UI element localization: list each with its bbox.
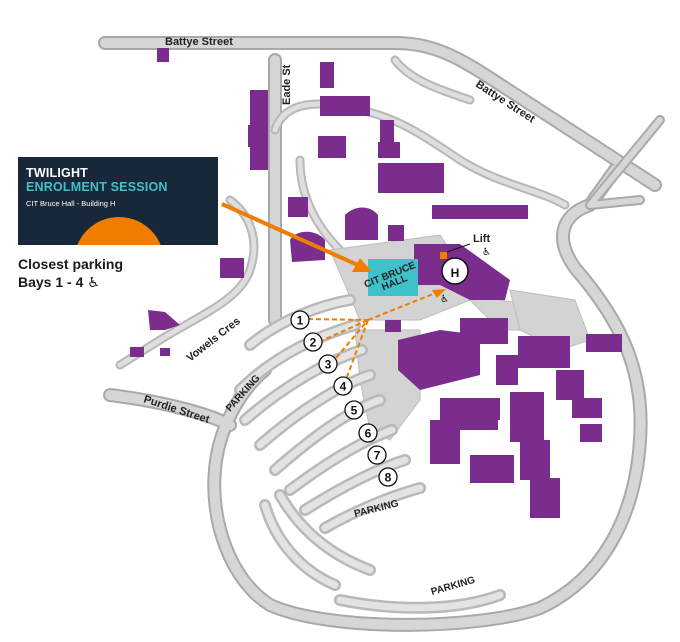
svg-text:6: 6 (365, 427, 372, 441)
bay-marker-5[interactable]: 5 (344, 400, 364, 420)
banner-title-line2: ENROLMENT SESSION (26, 180, 168, 194)
lift-wheelchair-icon: ♿ (482, 247, 491, 258)
bay-marker-4[interactable]: 4 (333, 376, 353, 396)
street-label-battye-top: Battye Street (165, 36, 233, 48)
svg-text:2: 2 (310, 336, 317, 350)
parking-label-bottom: PARKING (430, 575, 477, 598)
building-h-marker[interactable]: H (441, 257, 469, 285)
twilight-enrolment-banner: TWILIGHT ENROLMENT SESSION CIT Bruce Hal… (18, 157, 218, 245)
svg-text:7: 7 (374, 449, 381, 463)
closest-parking-bays-text: Bays 1 - 4 (18, 274, 84, 290)
road-network (98, 36, 665, 632)
svg-text:3: 3 (325, 358, 332, 372)
bay-markers: 1 2 3 4 5 6 7 8 (290, 310, 398, 487)
building-h-letter: H (451, 266, 460, 280)
svg-text:5: 5 (351, 404, 358, 418)
bay-marker-2[interactable]: 2 (303, 332, 323, 352)
lift-leader-line (446, 243, 471, 253)
svg-text:8: 8 (385, 471, 392, 485)
closest-parking-note: Closest parking Bays 1 - 4 ♿ (18, 255, 123, 292)
bay-marker-7[interactable]: 7 (367, 445, 387, 465)
svg-text:1: 1 (297, 314, 304, 328)
parking-terraces (234, 294, 506, 614)
sunset-graphic (74, 217, 164, 245)
banner-title-line1: TWILIGHT (26, 166, 89, 180)
closest-parking-bays: Bays 1 - 4 ♿ (18, 273, 123, 292)
wheelchair-icon: ♿ (87, 275, 100, 291)
lift-marker (440, 252, 447, 259)
bay-marker-8[interactable]: 8 (378, 467, 398, 487)
bay-marker-6[interactable]: 6 (358, 423, 378, 443)
banner-subtitle: CIT Bruce Hall - Building H (26, 199, 116, 208)
svg-text:4: 4 (340, 380, 347, 394)
lift-label: Lift (473, 233, 490, 245)
entrance-wheelchair-icon: ♿ (440, 294, 449, 305)
guide-arrows (221, 202, 446, 386)
cit-bruce-hall[interactable]: CIT BRUCE HALL (363, 259, 424, 299)
campus-buildings (130, 48, 622, 518)
street-label-eade: Eade St (281, 64, 293, 105)
closest-parking-heading: Closest parking (18, 256, 124, 272)
bay-marker-3[interactable]: 3 (318, 354, 338, 374)
bay-marker-1[interactable]: 1 (290, 310, 310, 330)
